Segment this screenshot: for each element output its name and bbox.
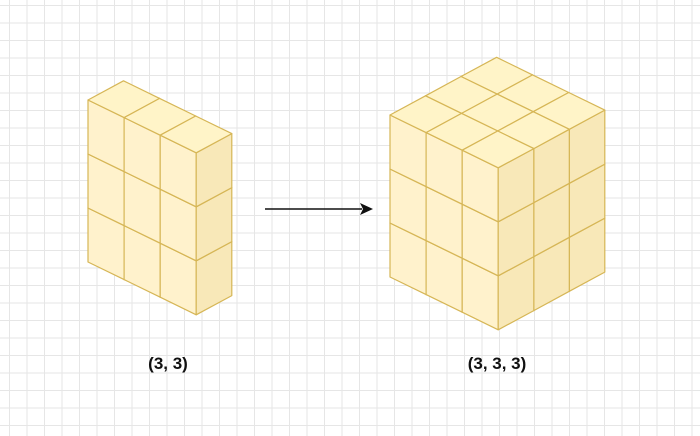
cube-top-face: [461, 130, 535, 169]
cube-26: [461, 130, 535, 223]
matrix-3x3-cubes: [87, 80, 233, 316]
arrow-head: [360, 203, 373, 215]
input-shape-label: (3, 3): [148, 354, 188, 373]
transform-arrow: [265, 203, 373, 215]
cube-8: [159, 115, 233, 208]
cube-top-face: [159, 115, 233, 154]
tensor-3x3x3-cubes: [389, 56, 606, 331]
output-shape-label: (3, 3, 3): [467, 354, 527, 373]
